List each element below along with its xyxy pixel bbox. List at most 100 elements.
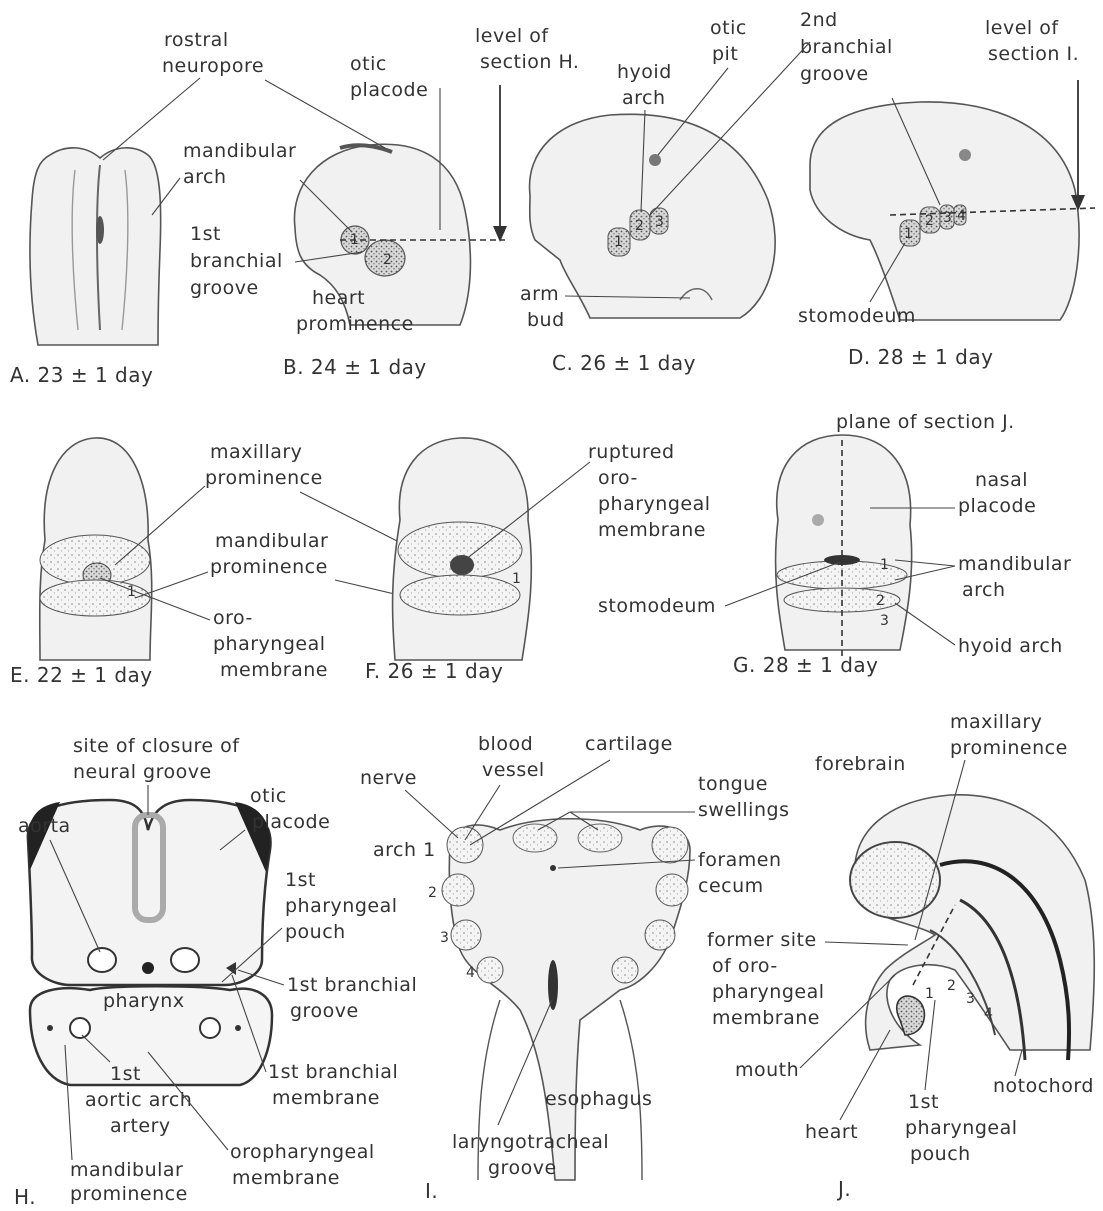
arch-number-2-g: 2	[876, 593, 885, 609]
forebrain-j	[850, 842, 940, 918]
arch-number-4-i: 4	[466, 965, 475, 981]
foramen-cecum-i	[550, 865, 556, 871]
tongue-swelling-left-i	[513, 824, 557, 852]
label-otic-placode-h: oticplacode	[250, 785, 330, 833]
aortic-arch-artery-h-right	[200, 1018, 220, 1038]
arch-number-1-d: 1	[904, 226, 913, 242]
caption-f: F. 26 ± 1 day	[365, 659, 503, 683]
label-forebrain-j: forebrain	[815, 753, 906, 775]
label-maxillary-prominence-j: maxillaryprominence	[950, 711, 1068, 759]
label-nerve-i: nerve	[360, 767, 417, 789]
label-oropharyngeal-membrane-h: oropharyngealmembrane	[230, 1141, 375, 1189]
arch-number-1-c: 1	[614, 234, 623, 250]
arch-number-2-d: 2	[925, 213, 934, 229]
arch-3-right-i	[645, 920, 675, 950]
arch-1-right-i	[652, 827, 688, 863]
laryngotracheal-groove-i	[548, 960, 558, 1010]
caption-c: C. 26 ± 1 day	[552, 351, 696, 375]
label-tongue-swellings-i: tongueswellings	[698, 773, 789, 821]
arch-number-2-j: 2	[947, 978, 956, 994]
label-ruptured-membrane-f: rupturedoro-pharyngealmembrane	[588, 441, 711, 541]
label-level-of-section-h: level ofsection H.	[475, 25, 579, 73]
otic-pit-d	[959, 149, 971, 161]
label-mouth-j: mouth	[735, 1059, 799, 1081]
embryo-j-sagittal-section	[855, 795, 1095, 1050]
panel-e: 1 maxillaryprominence mandibularprominen…	[10, 438, 420, 687]
label-arm-bud-c: armbud	[520, 283, 565, 331]
label-arch-1-i: arch 1	[373, 839, 436, 861]
caption-g: G. 28 ± 1 day	[733, 653, 879, 677]
leader-former-site-j	[825, 942, 908, 945]
label-laryngotracheal-groove-i: laryngotrachealgroove	[452, 1131, 609, 1179]
nerve-h-left	[47, 1025, 53, 1031]
arch-4-left-i	[477, 957, 503, 983]
leader-first-pharyngeal-pouch-j	[925, 1000, 935, 1090]
label-level-of-section-i: level ofsection I.	[985, 17, 1079, 65]
arch-number-2-c: 2	[635, 218, 644, 234]
label-first-branchial-groove-h: 1st branchialgroove	[287, 974, 417, 1022]
ruptured-membrane-f	[450, 555, 474, 575]
label-esophagus-i: esophagus	[545, 1088, 652, 1110]
embryo-g-frontal-view	[776, 435, 912, 650]
label-notochord-j: notochord	[993, 1075, 1094, 1097]
label-cartilage-i: cartilage	[585, 733, 673, 755]
aorta-h-right	[171, 948, 199, 972]
caption-e: E. 22 ± 1 day	[10, 663, 153, 687]
label-aorta-h: aorta	[18, 815, 71, 837]
embryo-a-dorsal-view	[30, 148, 161, 345]
arch-number-2-i: 2	[428, 885, 437, 901]
arch-number-1-g: 1	[880, 557, 889, 573]
label-mandibular-arch-g: mandibulararch	[958, 553, 1071, 601]
arch-number-1-j: 1	[925, 986, 934, 1002]
label-otic-placode-b: oticplacode	[350, 53, 428, 101]
arch-number-3-i: 3	[440, 930, 449, 946]
aortic-arch-artery-h-left	[70, 1018, 90, 1038]
aorta-h-left	[88, 948, 116, 972]
nerve-h-right	[235, 1025, 241, 1031]
arch-4-right-i	[612, 957, 638, 983]
arch-number-3-c: 3	[655, 214, 664, 230]
arch-number-3-j: 3	[966, 991, 975, 1007]
leader-heart-j	[840, 1030, 890, 1120]
label-hyoid-arch-g: hyoid arch	[958, 635, 1063, 657]
caption-b: B. 24 ± 1 day	[283, 355, 427, 379]
caption-j: J.	[836, 1177, 851, 1201]
notochord-h	[142, 962, 154, 974]
arch-number-1-e: 1	[127, 584, 136, 600]
otic-pit-c	[649, 154, 661, 166]
mandibular-prominence-f	[400, 575, 520, 615]
arch-2-left-i	[442, 874, 474, 906]
leader-notochord-j	[1015, 1050, 1022, 1076]
arch-2-right-i	[656, 874, 688, 906]
caption-i: I.	[425, 1179, 438, 1203]
label-pharynx-h: pharynx	[103, 990, 185, 1012]
rostral-neuropore-opening-a	[96, 216, 104, 244]
caption-d: D. 28 ± 1 day	[848, 345, 993, 369]
tongue-swelling-right-i	[578, 824, 622, 852]
arch-number-2-b: 2	[383, 252, 392, 268]
nasal-placode-g	[812, 514, 824, 526]
label-stomodeum-g: stomodeum	[598, 595, 716, 617]
label-hyoid-arch-c: hyoidarch	[617, 61, 672, 109]
leader-nerve-i	[405, 790, 458, 838]
label-plane-of-section-j: plane of section J.	[836, 411, 1015, 433]
caption-a: A. 23 ± 1 day	[10, 363, 153, 387]
